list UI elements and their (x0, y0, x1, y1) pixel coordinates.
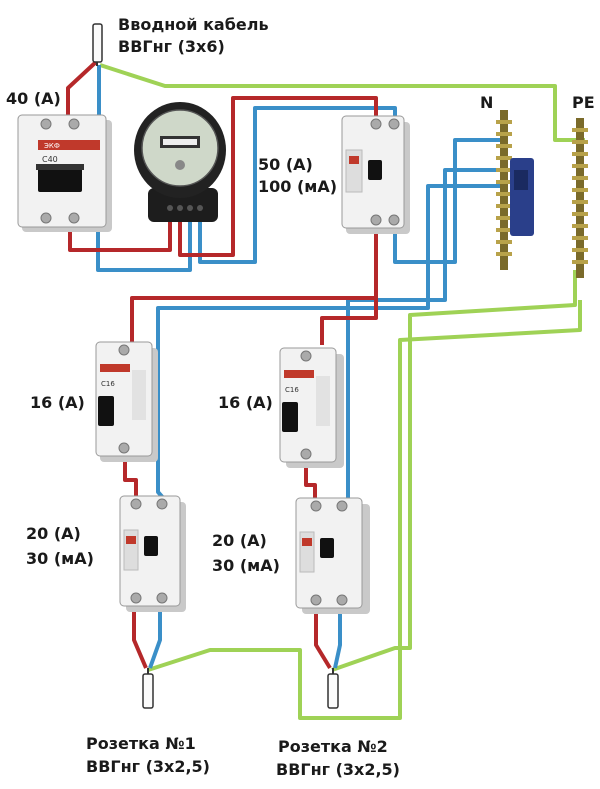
rcd1-current-label: 20 (А) (26, 524, 81, 543)
ground-bus-label: PE (572, 93, 595, 112)
rcd2-current-label: 20 (А) (212, 531, 267, 550)
ground-wire-socket1 (147, 300, 582, 720)
main-breaker: ЭКФ C40 (17, 114, 112, 232)
branch-breaker-2: C16 (279, 347, 344, 468)
ground-wire-socket2 (331, 270, 577, 672)
main-rcd (341, 115, 410, 234)
phase-wire-rcd2-socket (314, 610, 332, 670)
branch-breaker-1: C16 (95, 341, 158, 462)
phase-wire-b2-rcd2 (304, 468, 317, 500)
phase-wire-rcd1-socket (132, 610, 148, 669)
main-breaker-brand: ЭКФ (44, 142, 60, 150)
input-cable-title: Вводной кабель (118, 15, 269, 34)
main-rcd-current-label: 50 (А) (258, 155, 313, 174)
socket1-cable-plug (142, 668, 154, 709)
socket2-cable: ВВГнг (3х2,5) (276, 760, 400, 779)
electricity-meter (134, 102, 226, 222)
neutral-wire-bus-rcd2 (346, 168, 505, 500)
phase-wire-meter-rcd (178, 96, 378, 257)
rcd2-leak-label: 30 (мА) (212, 556, 280, 575)
breaker2-label: 16 (А) (218, 393, 273, 412)
socket1-title: Розетка №1 (86, 734, 196, 753)
phase-wire-input (66, 60, 98, 118)
main-rcd-leak-label: 100 (мА) (258, 177, 338, 196)
rcd1-leak-label: 30 (мА) (26, 549, 94, 568)
input-cable-plug (92, 23, 103, 66)
socket2-title: Розетка №2 (278, 737, 388, 756)
main-breaker-label: 40 (А) (6, 89, 61, 108)
neutral-wire-rcd2-socket (333, 610, 342, 669)
ground-wires (99, 63, 585, 720)
phase-wire-breaker-meter (68, 218, 172, 252)
neutral-bus-label: N (480, 93, 494, 112)
socket1-cable: ВВГнг (3х2,5) (86, 757, 210, 776)
main-breaker-rating: C40 (42, 155, 58, 164)
branch-rcd-2 (295, 497, 370, 614)
branch-breaker-1-rating: C16 (101, 380, 115, 388)
neutral-bus (496, 110, 534, 270)
socket2-cable-plug (327, 668, 339, 709)
neutral-wire-rcd-bus (393, 138, 505, 264)
phase-wire-b1-rcd1 (123, 460, 138, 500)
ground-wire-input (99, 63, 585, 142)
neutral-wire-bus-rcd1 (156, 184, 505, 502)
phase-wire-branch2 (320, 298, 378, 345)
neutral-wire-rcd1-socket (148, 610, 162, 669)
ground-bus (572, 118, 588, 278)
branch-rcd-1 (119, 495, 186, 612)
branch-breaker-2-rating: C16 (285, 386, 299, 394)
input-cable-type: ВВГнг (3х6) (118, 37, 225, 56)
breaker1-label: 16 (А) (30, 393, 85, 412)
